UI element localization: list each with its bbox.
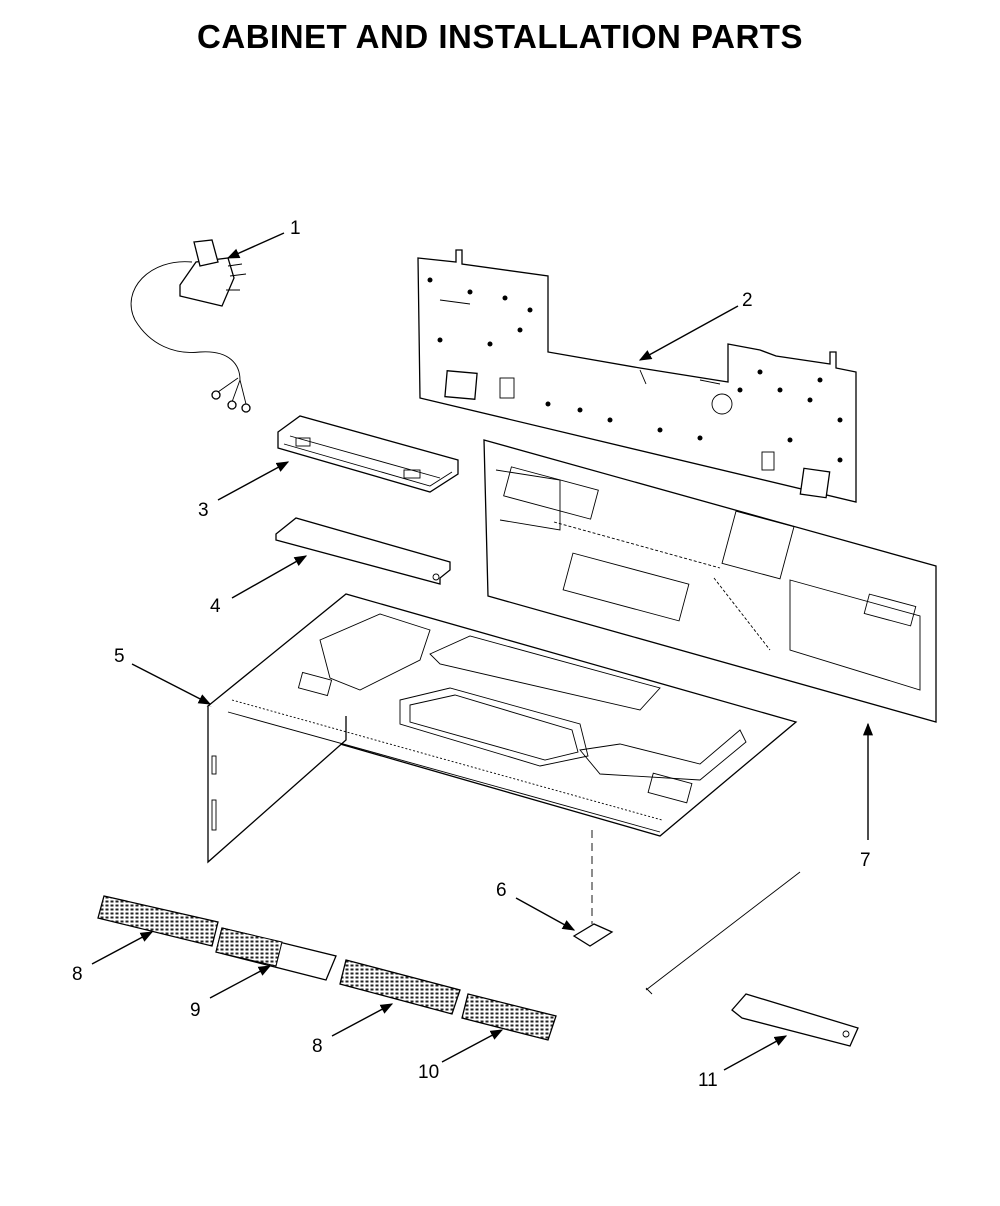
callout-4: 4 [210,596,221,617]
clip-part [572,830,614,947]
grille-part-8a [97,895,219,947]
callout-11: 11 [698,1070,718,1091]
grille-part-9 [215,927,337,981]
rod-part [645,871,801,995]
callout-10: 10 [418,1062,439,1083]
leader-lines [91,232,874,1071]
page-title: CABINET AND INSTALLATION PARTS [197,18,803,55]
callout-7: 7 [860,850,871,871]
grille-part-10 [461,993,557,1041]
cover-plate-part [731,993,859,1047]
insulation-plate-part [275,517,451,585]
callout-9: 9 [190,1000,201,1021]
mounting-plate-part [417,249,857,503]
callout-3: 3 [198,500,209,521]
cabinet-base-part [206,593,798,864]
callout-1: 1 [290,218,301,239]
grille-part-8b [339,959,461,1015]
callout-5: 5 [114,646,125,667]
tray-part [277,415,459,493]
power-cord-part [130,239,251,413]
callout-6: 6 [496,880,507,901]
callout-8-left: 8 [72,964,83,985]
callout-8-middle: 8 [312,1036,323,1057]
vent-panel-part [483,439,937,723]
callout-2: 2 [742,290,753,311]
